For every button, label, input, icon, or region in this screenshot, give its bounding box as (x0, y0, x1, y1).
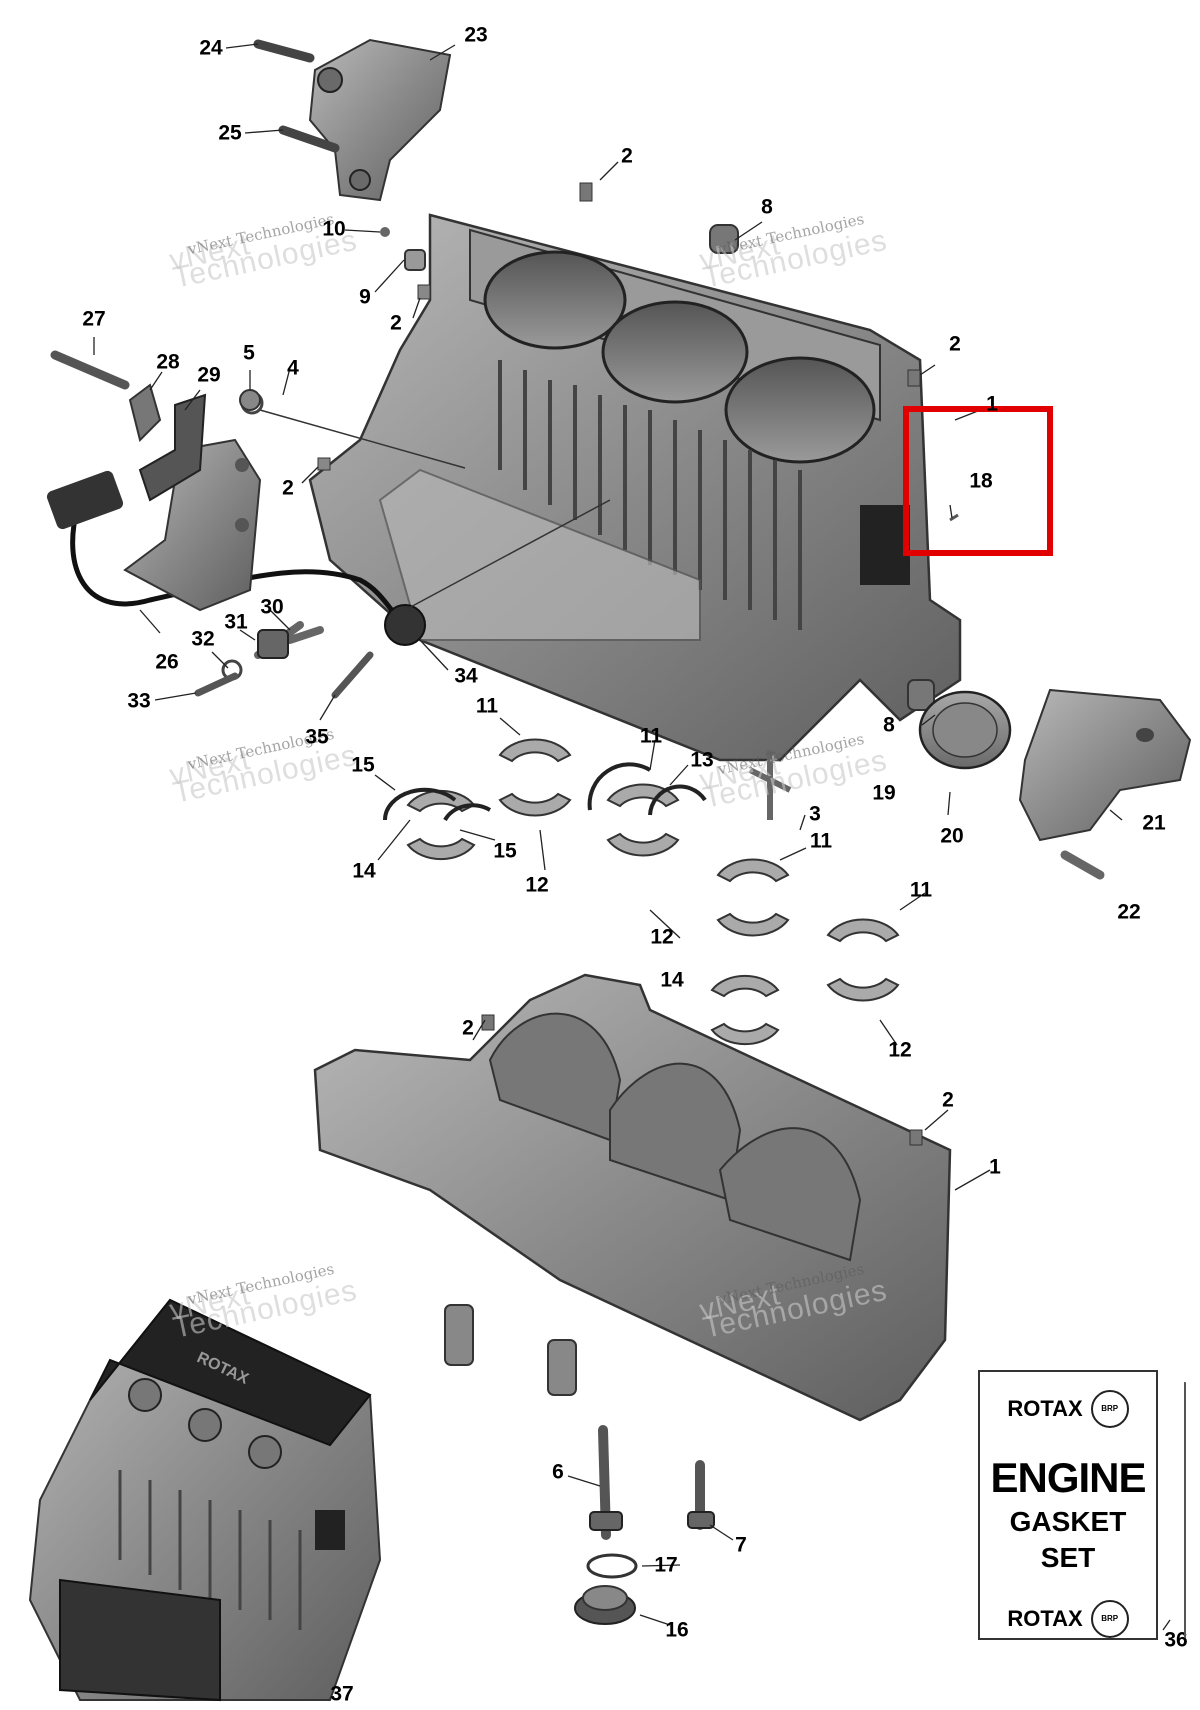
callout-33[interactable]: 33 (127, 689, 151, 713)
starter-support-bracket (50, 350, 262, 612)
callout-23[interactable]: 23 (464, 23, 488, 47)
callout-12[interactable]: 12 (525, 873, 549, 897)
callout-16[interactable]: 16 (665, 1618, 689, 1642)
callout-11[interactable]: 11 (475, 694, 499, 718)
highlight-box (903, 406, 1053, 556)
small-fasteners (194, 182, 959, 820)
callout-22[interactable]: 22 (1117, 900, 1141, 924)
thrust-washers (382, 762, 707, 822)
callout-24[interactable]: 24 (199, 36, 223, 60)
brp-logo-icon: BRP (1090, 1600, 1129, 1638)
upper-crankcase (308, 213, 962, 762)
callout-37[interactable]: 37 (330, 1682, 354, 1706)
callout-9[interactable]: 9 (359, 285, 371, 309)
callout-13[interactable]: 13 (690, 748, 714, 772)
callout-28[interactable]: 28 (156, 350, 180, 374)
callout-3[interactable]: 3 (809, 802, 821, 826)
callout-11[interactable]: 11 (809, 829, 833, 853)
callout-34[interactable]: 34 (454, 664, 478, 688)
callout-15[interactable]: 15 (351, 753, 375, 777)
callout-2[interactable]: 2 (390, 311, 402, 335)
callout-7[interactable]: 7 (735, 1533, 747, 1557)
callout-4[interactable]: 4 (287, 356, 299, 380)
callout-32[interactable]: 32 (191, 627, 215, 651)
callout-27[interactable]: 27 (82, 307, 106, 331)
callout-25[interactable]: 25 (218, 121, 242, 145)
engine-mount-bracket (253, 38, 452, 202)
kit-card-fold (1154, 1377, 1186, 1639)
kit-title-set: SET (1040, 1542, 1096, 1573)
callout-10[interactable]: 10 (322, 217, 346, 241)
callout-2[interactable]: 2 (462, 1016, 474, 1040)
callout-14[interactable]: 14 (660, 968, 684, 992)
callout-8[interactable]: 8 (883, 713, 895, 737)
callout-30[interactable]: 30 (260, 595, 284, 619)
callout-21[interactable]: 21 (1142, 811, 1166, 835)
callout-2[interactable]: 2 (621, 144, 633, 168)
callout-19[interactable]: 19 (872, 781, 896, 805)
callout-8[interactable]: 8 (761, 195, 773, 219)
callout-5[interactable]: 5 (243, 341, 255, 365)
kit-title-engine: ENGINE (990, 1454, 1146, 1501)
kit-brand-top: ROTAX BRP (980, 1390, 1156, 1428)
callout-15[interactable]: 15 (493, 839, 517, 863)
gasket-kit-card[interactable]: ROTAX BRP ENGINE GASKET SET ROTAX BRP (978, 1370, 1158, 1640)
crankcase-cover-and-bracket (918, 688, 1192, 880)
kit-brand-bottom: ROTAX BRP (980, 1600, 1156, 1638)
crankcase-bolts-and-plug (574, 1425, 715, 1625)
kit-brand-label: ROTAX (1007, 1396, 1083, 1421)
callout-18[interactable]: 18 (969, 469, 993, 493)
crankshaft-bearings (406, 738, 900, 1046)
callout-1[interactable]: 1 (986, 392, 998, 416)
complete-engine (28, 1298, 382, 1702)
callout-20[interactable]: 20 (940, 824, 964, 848)
leader-lines (93, 43, 1171, 1631)
callout-11[interactable]: 11 (639, 724, 663, 748)
callout-11[interactable]: 11 (909, 878, 933, 902)
callout-29[interactable]: 29 (197, 363, 221, 387)
callout-6[interactable]: 6 (552, 1460, 564, 1484)
callout-12[interactable]: 12 (650, 925, 674, 949)
lower-crankcase (313, 973, 952, 1422)
callout-14[interactable]: 14 (352, 859, 376, 883)
callout-17[interactable]: 17 (654, 1553, 678, 1577)
callout-2[interactable]: 2 (282, 476, 294, 500)
kit-title-gasket: GASKET (1009, 1506, 1127, 1537)
callout-35[interactable]: 35 (305, 725, 329, 749)
callout-2[interactable]: 2 (949, 332, 961, 356)
callout-2[interactable]: 2 (942, 1088, 954, 1112)
callout-31[interactable]: 31 (224, 610, 248, 634)
callout-12[interactable]: 12 (888, 1038, 912, 1062)
kit-brand-label: ROTAX (1007, 1606, 1083, 1631)
callout-36[interactable]: 36 (1164, 1628, 1188, 1652)
callout-1[interactable]: 1 (989, 1155, 1001, 1179)
callout-26[interactable]: 26 (155, 650, 179, 674)
brp-logo-icon: BRP (1090, 1390, 1129, 1428)
